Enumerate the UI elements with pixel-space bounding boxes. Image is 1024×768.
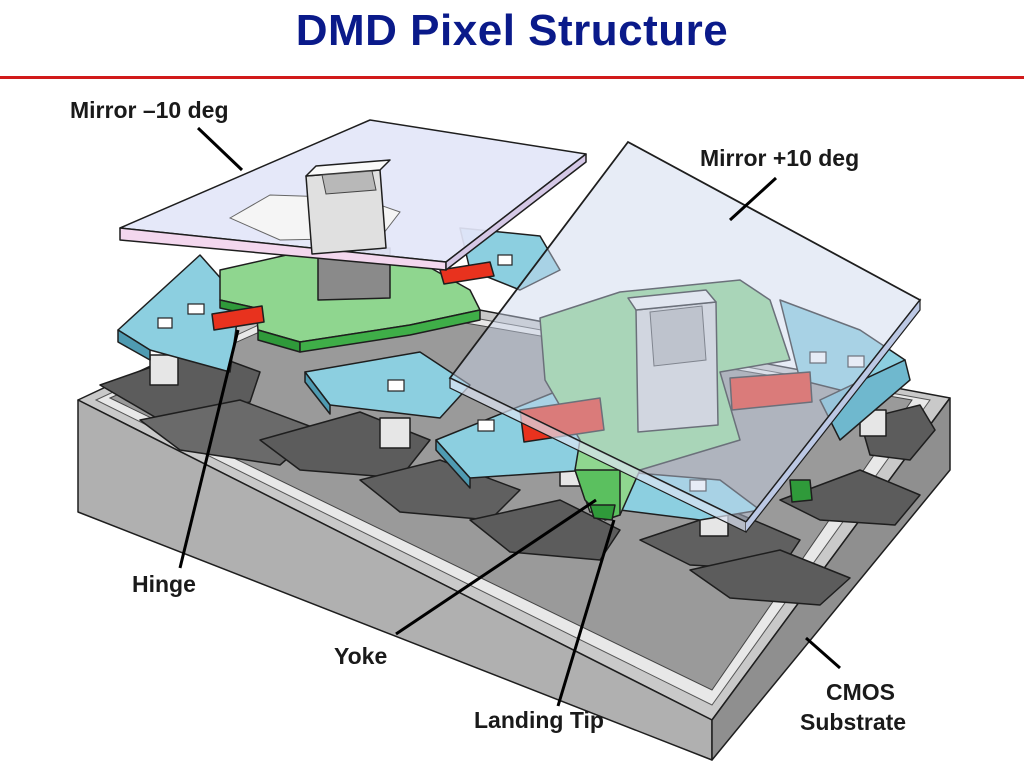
mirror-plus-10 bbox=[448, 140, 922, 533]
slide-title: DMD Pixel Structure bbox=[295, 6, 729, 55]
right-hinge bbox=[519, 371, 813, 443]
label-substrate: Substrate bbox=[800, 709, 906, 735]
left-electrode-plates bbox=[117, 227, 561, 419]
label-yoke: Yoke bbox=[334, 643, 387, 669]
leader-mirror-minus bbox=[196, 126, 244, 172]
leader-mirror-plus bbox=[728, 176, 778, 222]
mirror-minus-10 bbox=[119, 119, 587, 271]
label-cmos: CMOS bbox=[826, 679, 895, 705]
title-divider bbox=[0, 76, 1024, 79]
label-mirror-minus-10: Mirror –10 deg bbox=[70, 97, 229, 123]
leader-lines bbox=[178, 126, 841, 707]
left-hinge bbox=[211, 261, 495, 331]
callout-labels: Mirror –10 deg Mirror +10 deg Hinge Yoke… bbox=[70, 97, 906, 735]
leader-cmos bbox=[805, 636, 841, 670]
right-mirror-post bbox=[627, 289, 719, 433]
leader-hinge bbox=[178, 329, 240, 569]
label-mirror-plus-10: Mirror +10 deg bbox=[700, 145, 859, 171]
label-hinge: Hinge bbox=[132, 571, 196, 597]
leader-landing-tip bbox=[556, 519, 616, 707]
label-landing-tip: Landing Tip bbox=[474, 707, 604, 733]
right-electrode-plates bbox=[435, 299, 911, 521]
leader-yoke bbox=[395, 498, 597, 636]
